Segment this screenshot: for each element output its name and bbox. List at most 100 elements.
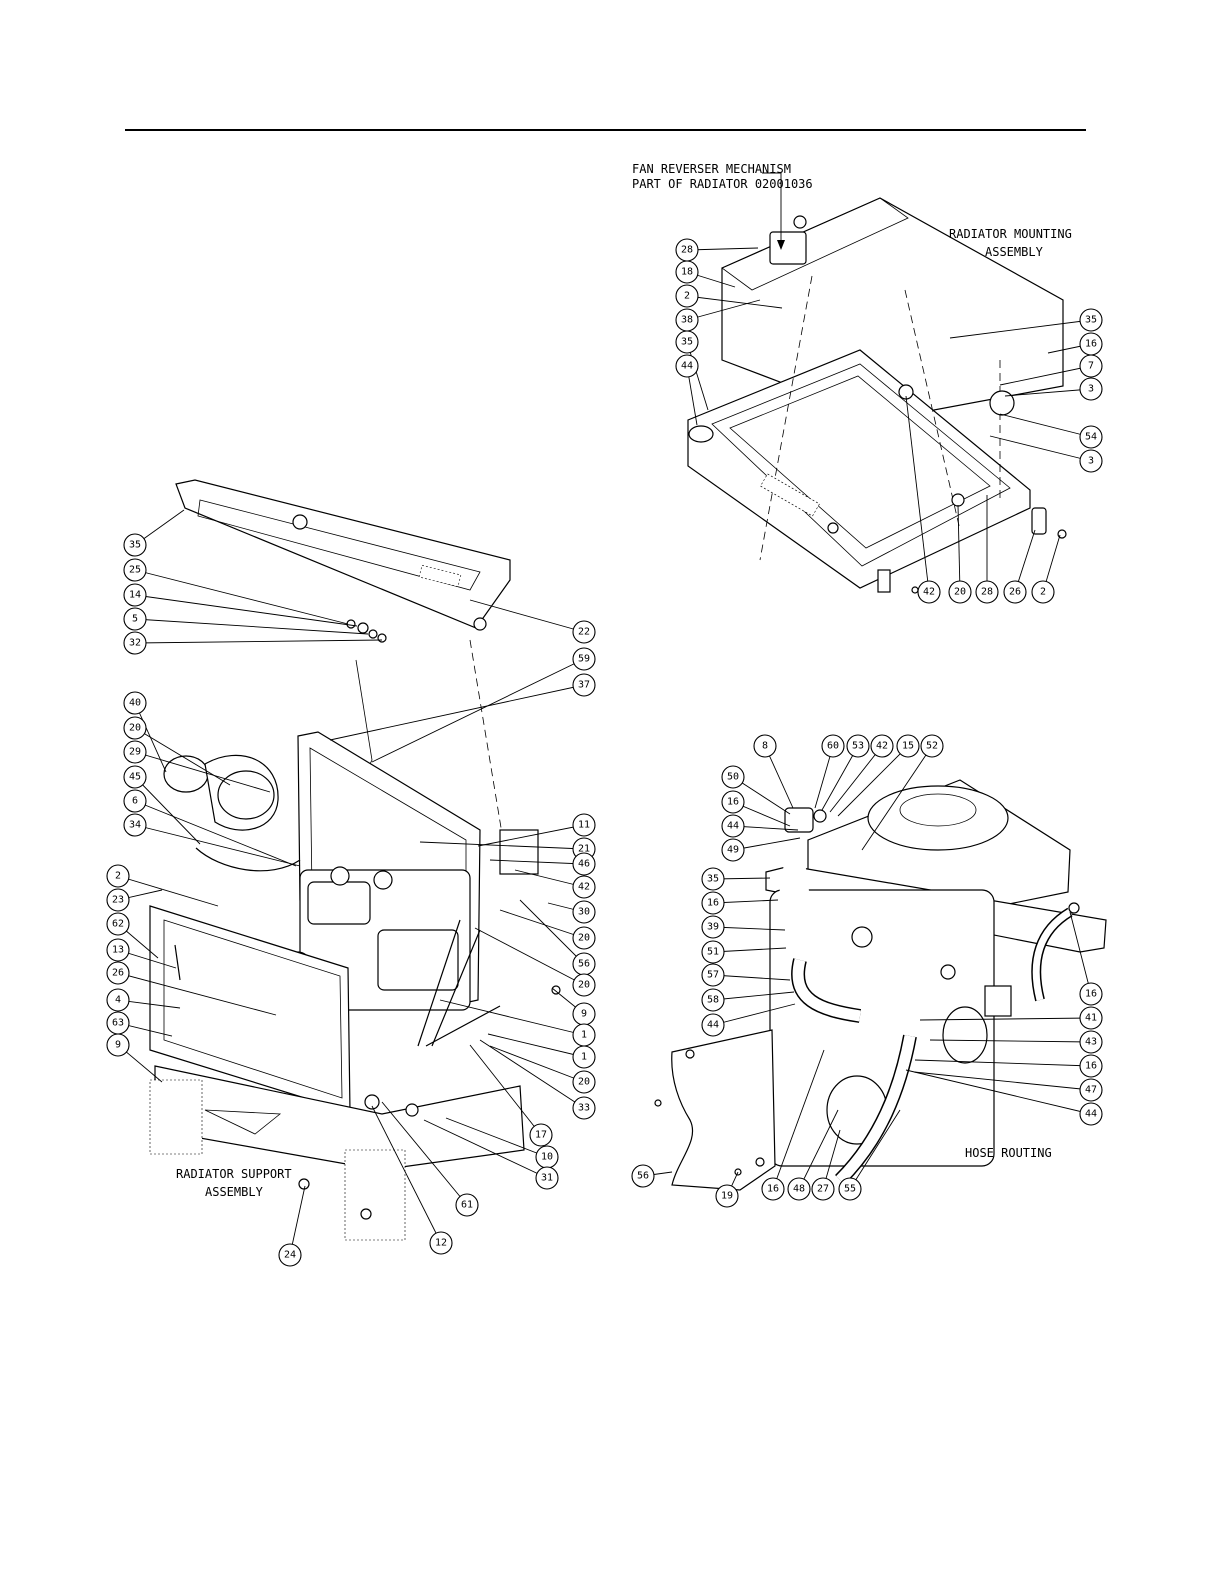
callout-mounting-42: 42 bbox=[917, 580, 941, 604]
callout-number: 23 bbox=[112, 895, 124, 906]
callout-support-62: 62 bbox=[106, 912, 130, 936]
leader-line-support-45 bbox=[134, 776, 201, 845]
callout-bubble bbox=[948, 580, 972, 604]
callout-bubble bbox=[846, 734, 870, 758]
callout-bubble bbox=[455, 1193, 479, 1217]
callout-support-59: 59 bbox=[572, 647, 596, 671]
callout-hose-48: 48 bbox=[787, 1177, 811, 1201]
callout-bubble bbox=[721, 838, 745, 862]
radiator-support-illustration bbox=[149, 479, 561, 1241]
callout-mounting-35: 35 bbox=[1079, 308, 1103, 332]
leader-lines bbox=[117, 247, 1092, 1256]
callout-bubble bbox=[1003, 580, 1027, 604]
callout-support-5: 5 bbox=[123, 607, 147, 631]
fan-reverser-label-line2: PART OF RADIATOR 02001036 bbox=[632, 177, 813, 191]
callout-bubble bbox=[821, 734, 845, 758]
callout-support-13: 13 bbox=[106, 938, 130, 962]
leader-line-support-11 bbox=[477, 824, 585, 847]
callout-support-61: 61 bbox=[455, 1193, 479, 1217]
leader-line-support-6 bbox=[134, 800, 297, 867]
callout-mounting-54: 54 bbox=[1079, 425, 1103, 449]
callout-mounting-3: 3 bbox=[1079, 449, 1103, 473]
callout-bubble bbox=[529, 1123, 553, 1147]
callout-number: 45 bbox=[129, 772, 141, 783]
callout-number: 5 bbox=[132, 614, 138, 625]
callout-hose-52: 52 bbox=[920, 734, 944, 758]
callout-number: 10 bbox=[541, 1152, 553, 1163]
callout-support-9: 9 bbox=[572, 1002, 596, 1026]
callout-bubble bbox=[123, 631, 147, 655]
radiator-support-label-line2: ASSEMBLY bbox=[205, 1185, 264, 1199]
callout-support-35: 35 bbox=[123, 533, 147, 557]
callout-bubble bbox=[701, 891, 725, 915]
callout-number: 21 bbox=[578, 844, 590, 855]
callout-support-20: 20 bbox=[123, 716, 147, 740]
callout-bubble bbox=[1079, 1054, 1103, 1078]
callout-support-63: 63 bbox=[106, 1011, 130, 1035]
callout-bubble bbox=[572, 813, 596, 837]
callout-number: 47 bbox=[1085, 1085, 1097, 1096]
callout-support-56: 56 bbox=[572, 952, 596, 976]
callout-hose-16: 16 bbox=[721, 790, 745, 814]
callout-bubble bbox=[123, 558, 147, 582]
callout-number: 29 bbox=[129, 747, 141, 758]
callout-bubble bbox=[675, 330, 699, 354]
callout-hose-51: 51 bbox=[701, 940, 725, 964]
hose-routing-illustration bbox=[654, 779, 1107, 1191]
callout-support-25: 25 bbox=[123, 558, 147, 582]
callout-number: 12 bbox=[435, 1238, 447, 1249]
leader-line-support-25 bbox=[134, 569, 349, 625]
leader-line-hose-47 bbox=[913, 1071, 1092, 1091]
callout-number: 35 bbox=[129, 540, 141, 551]
callout-number: 1 bbox=[581, 1052, 587, 1063]
callout-number: 38 bbox=[681, 315, 693, 326]
callout-hose-15: 15 bbox=[896, 734, 920, 758]
leader-line-hose-16 bbox=[1069, 911, 1092, 995]
callout-mounting-28: 28 bbox=[675, 238, 699, 262]
callout-number: 57 bbox=[707, 970, 719, 981]
callout-hose-56: 56 bbox=[631, 1164, 655, 1188]
callout-support-20: 20 bbox=[572, 1070, 596, 1094]
callout-bubble bbox=[811, 1177, 835, 1201]
callout-number: 42 bbox=[876, 741, 888, 752]
leader-line-mounting-35 bbox=[686, 341, 709, 411]
leader-line-hose-42 bbox=[829, 745, 883, 813]
callout-bubble bbox=[701, 940, 725, 964]
callout-bubble bbox=[675, 354, 699, 378]
callout-bubble bbox=[429, 1231, 453, 1255]
callout-number: 15 bbox=[902, 741, 914, 752]
callout-number: 16 bbox=[1085, 339, 1097, 350]
leader-line-support-31 bbox=[423, 1119, 548, 1179]
callout-support-20: 20 bbox=[572, 973, 596, 997]
callout-mounting-7: 7 bbox=[1079, 354, 1103, 378]
callout-support-1: 1 bbox=[572, 1045, 596, 1069]
callout-support-17: 17 bbox=[529, 1123, 553, 1147]
leader-line-hose-16 bbox=[772, 1049, 825, 1190]
callout-number: 7 bbox=[1088, 361, 1094, 372]
callout-hose-16: 16 bbox=[1079, 982, 1103, 1006]
callout-bubble bbox=[753, 734, 777, 758]
callout-bubble bbox=[1079, 1102, 1103, 1126]
callout-bubble bbox=[572, 973, 596, 997]
leader-line-mounting-42 bbox=[905, 395, 930, 593]
callout-number: 49 bbox=[727, 845, 739, 856]
leader-line-mounting-54 bbox=[999, 413, 1092, 438]
callout-support-45: 45 bbox=[123, 765, 147, 789]
callout-bubble bbox=[1079, 1078, 1103, 1102]
leader-line-support-33 bbox=[479, 1039, 585, 1109]
callout-support-23: 23 bbox=[106, 888, 130, 912]
leader-line-hose-52 bbox=[861, 745, 933, 851]
callout-number: 9 bbox=[115, 1040, 121, 1051]
callout-support-24: 24 bbox=[278, 1243, 302, 1267]
leader-line-hose-16 bbox=[914, 1059, 1092, 1067]
callout-bubble bbox=[572, 620, 596, 644]
callout-bubble bbox=[123, 691, 147, 715]
leader-line-support-10 bbox=[445, 1117, 548, 1158]
callout-bubble bbox=[675, 260, 699, 284]
leader-line-mounting-3 bbox=[1004, 388, 1092, 397]
callout-hose-42: 42 bbox=[870, 734, 894, 758]
callout-number: 20 bbox=[129, 723, 141, 734]
callout-bubble bbox=[106, 864, 130, 888]
callout-bubble bbox=[1079, 354, 1103, 378]
